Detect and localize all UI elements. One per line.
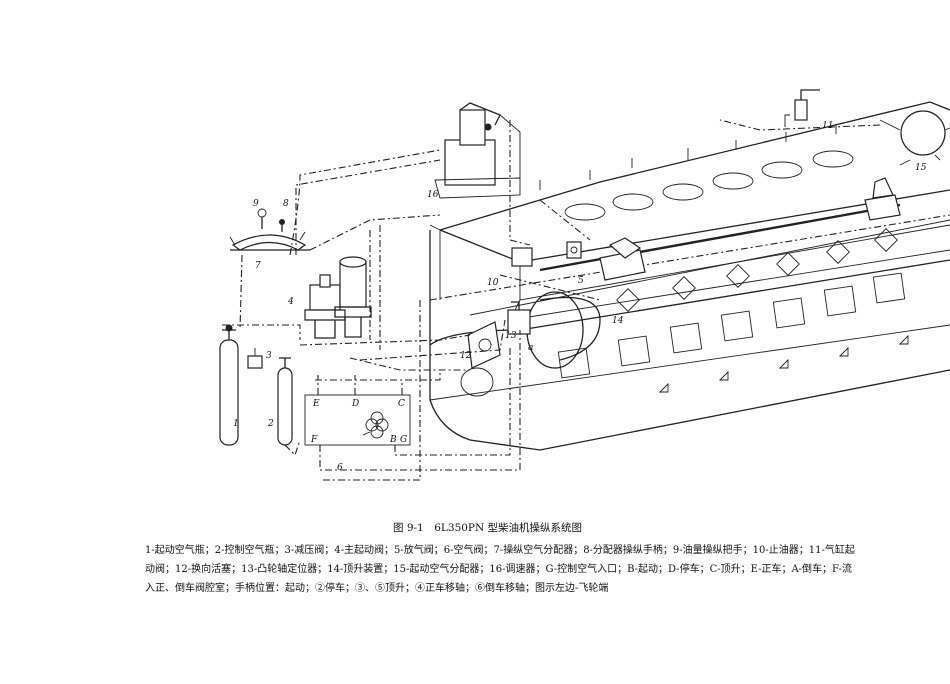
label-1: 1 [233, 419, 239, 429]
engine-block [429, 101, 950, 451]
main-starting-valve-4 [304, 256, 372, 339]
fuel-stopper-10 [511, 241, 582, 267]
figure-legend: 1-起动空气瓶；2-控制空气瓶；3-减压阀；4-主起动阀；5-放气阀；6-空气阀… [145, 545, 855, 594]
label-G: G [400, 435, 407, 445]
label-F: F [310, 435, 318, 445]
label-C: C [398, 399, 405, 409]
cylinder-starting-valve-11 [784, 89, 820, 127]
label-3: 3 [266, 351, 272, 361]
label-15: 15 [915, 163, 927, 173]
label-8: 8 [283, 199, 289, 209]
diagram-labels: 1 2 3 4 5 6 7 8 9 10 11 12 13 14 15 16 E… [233, 121, 927, 473]
starting-air-distributor-15 [879, 110, 950, 166]
label-4: 4 [287, 297, 294, 307]
label-B: B [389, 435, 397, 445]
label-11: 11 [822, 121, 833, 131]
label-12: 12 [460, 351, 472, 361]
control-air-pipes [222, 119, 881, 481]
label-5: 5 [578, 276, 584, 286]
label-2: 2 [267, 419, 274, 429]
label-13: 13 [505, 331, 517, 341]
pressure-reducing-valve-3 [247, 348, 263, 369]
label-a: a [528, 343, 533, 353]
control-air-bottle-2 [277, 357, 293, 446]
label-10: 10 [487, 278, 499, 288]
starting-air-bottle-1 [219, 324, 239, 446]
label-6: 6 [337, 463, 343, 473]
label-14: 14 [612, 316, 624, 326]
engine-control-system-diagram: 1 2 3 4 5 6 7 8 9 10 11 12 13 14 15 16 E… [219, 89, 950, 481]
reversing-piston-12 [467, 321, 501, 369]
label-16: 16 [427, 190, 439, 200]
figure-title: 图 9-1 6L350PN 型柴油机操纵系统图 [392, 522, 583, 534]
label-9: 9 [253, 199, 259, 209]
caption-block: 图 9-1 6L350PN 型柴油机操纵系统图 1-起动空气瓶；2-控制空气瓶；… [145, 520, 860, 598]
governor-16 [434, 102, 521, 199]
label-E: E [312, 399, 320, 409]
control-panel-box [304, 394, 411, 446]
label-D: D [351, 399, 359, 409]
camshaft-locator-13 [507, 301, 531, 335]
air-distributor-7 [229, 208, 310, 251]
label-7: 7 [255, 261, 261, 271]
lifting-device-14 [599, 177, 901, 281]
